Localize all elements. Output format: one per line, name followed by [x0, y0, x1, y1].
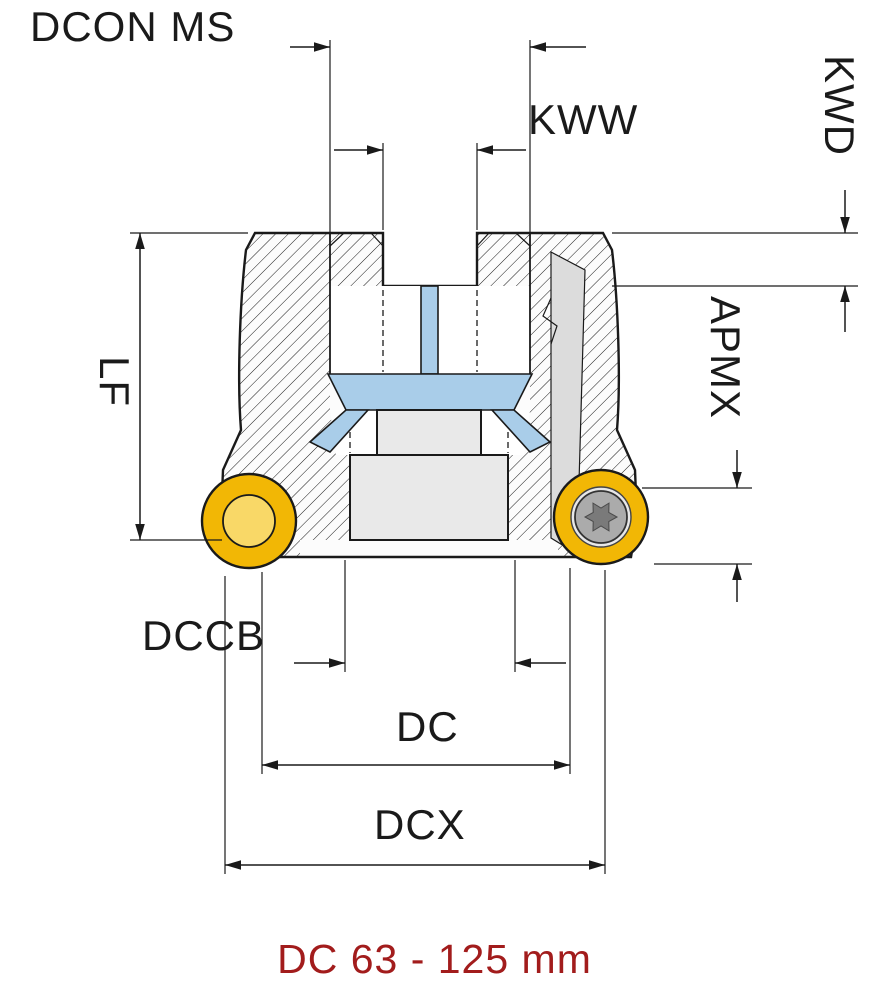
label-dcx: DCX [374, 801, 466, 848]
label-kww: KWW [528, 96, 639, 143]
diameter-range-caption: DC 63 - 125 mm [277, 936, 592, 982]
label-kwd: KWD [816, 55, 863, 156]
contact-band [326, 373, 534, 411]
chamfer-tick [515, 232, 531, 247]
chamfer-tick [370, 232, 384, 247]
chamfer-tick [476, 232, 490, 247]
dimension-dc [261, 568, 571, 774]
dimension-dcon-ms [290, 40, 586, 232]
dimension-dcx [224, 570, 606, 874]
label-dccb: DCCB [142, 612, 266, 659]
insert-inner [222, 494, 276, 548]
hub-neck [376, 409, 482, 456]
label-dc: DC [396, 703, 459, 750]
chamfer-tick [329, 232, 345, 247]
hub [349, 409, 509, 541]
torx-screw-icon [574, 490, 628, 544]
right-insert [552, 468, 650, 566]
dimension-kww [334, 143, 526, 230]
dimension-apmx [642, 450, 752, 602]
dimension-kwd [612, 190, 858, 332]
label-apmx: APMX [702, 296, 749, 420]
dimension-dccb [294, 560, 566, 672]
dimension-lf [130, 232, 248, 541]
break-line [542, 297, 558, 345]
hub-block [349, 454, 509, 541]
coolant-center [420, 285, 439, 375]
label-dcon-ms: DCON MS [30, 3, 236, 50]
coolant-left [308, 409, 370, 453]
coolant-right [490, 409, 552, 453]
left-insert [200, 472, 298, 570]
screw-star [583, 502, 619, 532]
label-lf: LF [91, 356, 138, 408]
coolant-channels [308, 285, 552, 453]
